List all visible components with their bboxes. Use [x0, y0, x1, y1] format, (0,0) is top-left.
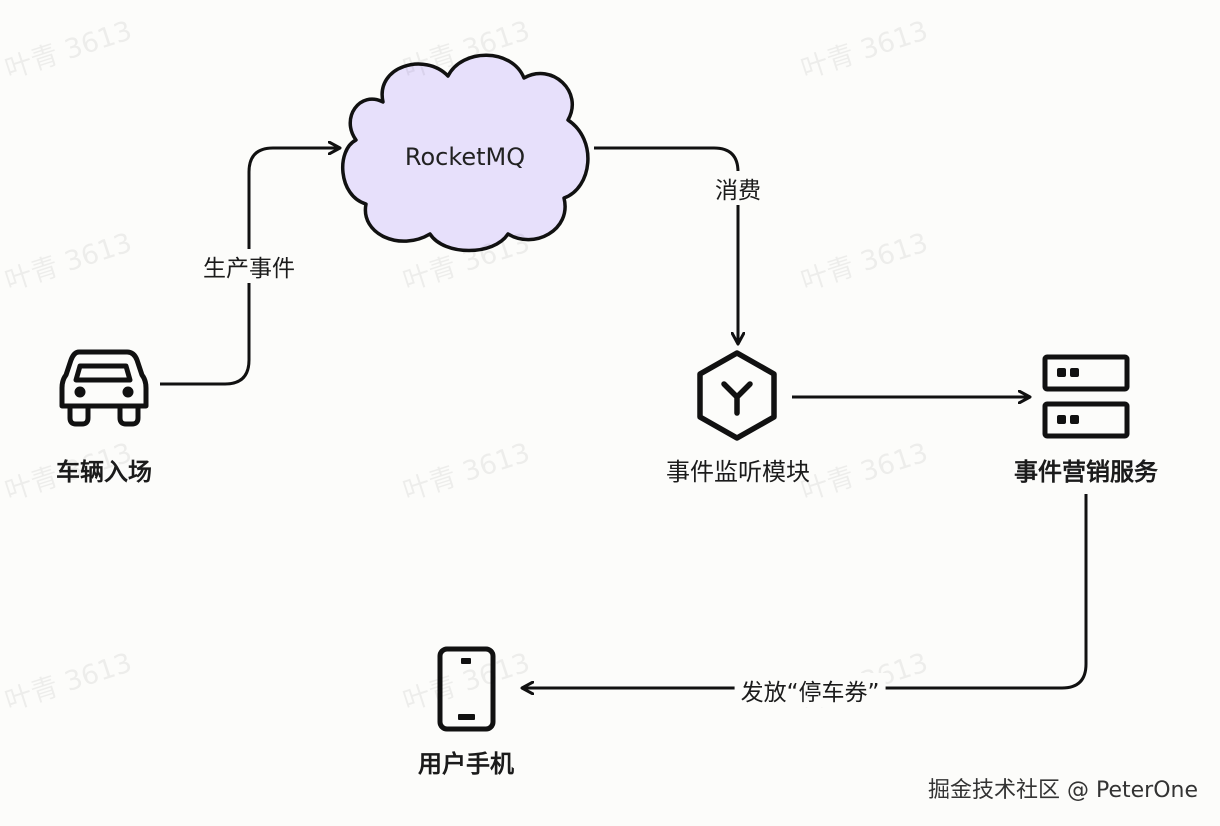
rocketmq-label: RocketMQ — [404, 143, 526, 171]
cloud-icon — [341, 53, 590, 253]
server-icon — [1042, 354, 1130, 439]
event-marketing-label: 事件营销服务 — [1014, 458, 1158, 486]
produce-event-label: 生产事件 — [197, 249, 301, 283]
car-entry-label: 车辆入场 — [56, 458, 152, 486]
user-phone-label: 用户手机 — [418, 750, 514, 778]
mobile-phone-icon — [437, 646, 496, 732]
source-credit: 掘金技术社区 @ PeterOne — [927, 778, 1198, 803]
car-icon — [59, 349, 149, 427]
issue-coupon-label: 发放“停车券” — [734, 673, 886, 707]
consume-label: 消费 — [709, 171, 767, 205]
edge-issue — [522, 494, 1088, 688]
hexagon-y-icon — [697, 350, 777, 441]
event-listener-label: 事件监听模块 — [666, 458, 810, 486]
